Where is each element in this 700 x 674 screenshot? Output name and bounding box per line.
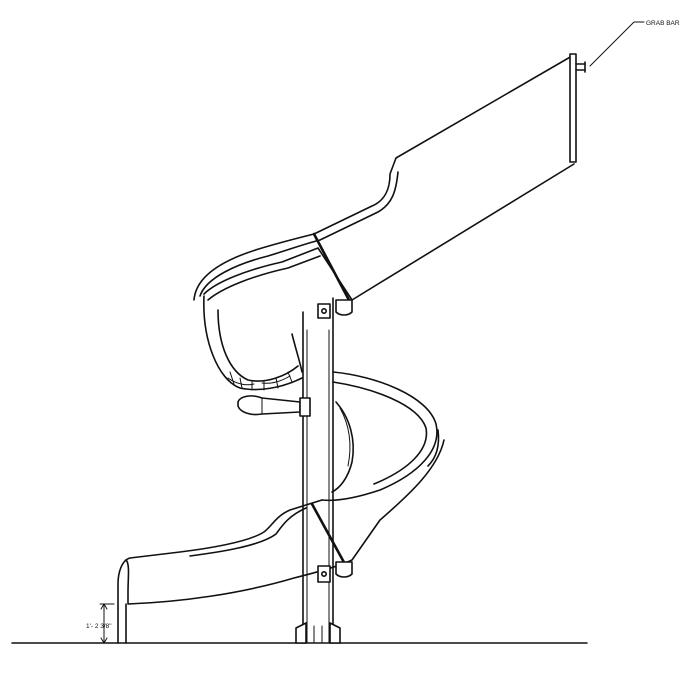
exit-support — [117, 603, 127, 644]
support-post — [302, 297, 334, 644]
lower-spiral-section — [117, 371, 445, 609]
inner-spiral-support — [331, 401, 355, 493]
height-dimension — [99, 603, 115, 644]
upper-spiral-bowl — [203, 295, 303, 391]
grab-bar-label: GRAB BAR — [646, 20, 680, 27]
grab-bar-leader — [589, 21, 645, 67]
upper-clamp — [317, 299, 353, 319]
mid-bracket — [237, 395, 311, 417]
base-plate — [295, 622, 341, 644]
height-dimension-label: 1'- 2 3/8" — [86, 623, 112, 630]
entry-chute — [193, 55, 575, 304]
lower-clamp — [317, 561, 353, 583]
grab-bar — [569, 53, 586, 163]
